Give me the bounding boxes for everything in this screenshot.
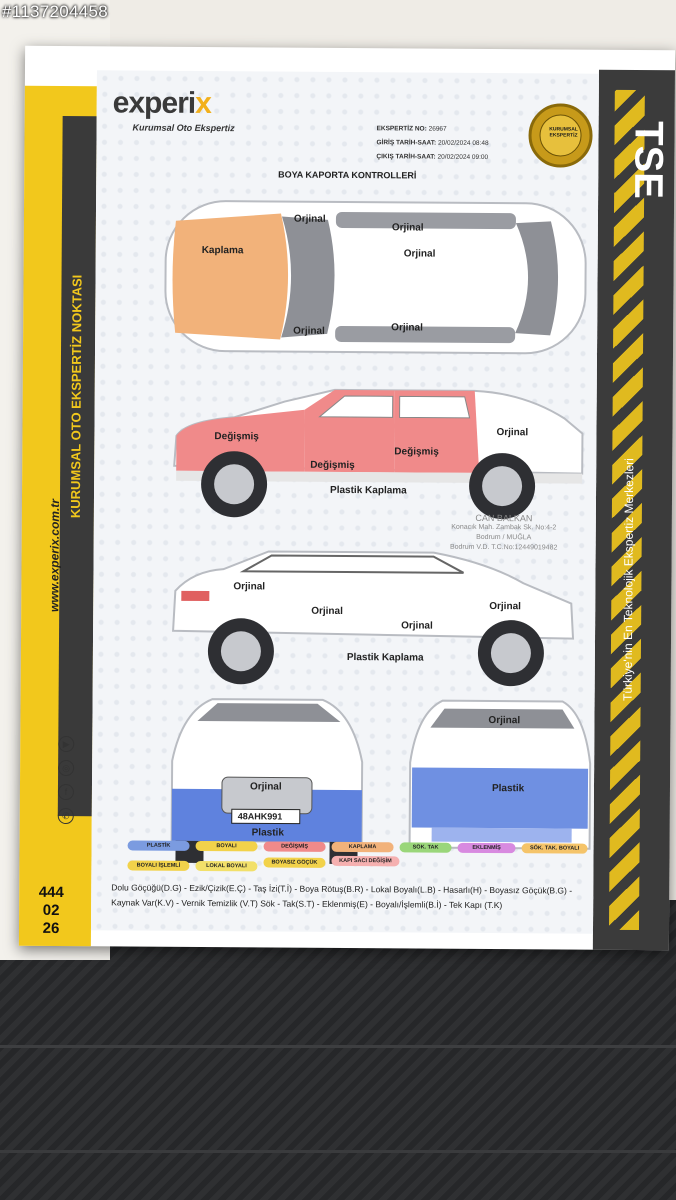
legend-chip: KAPLAMA (331, 841, 394, 853)
facebook-icon: f (57, 783, 74, 801)
top-left-label: Orjinal (293, 213, 326, 225)
rear-view-car (408, 699, 592, 850)
top-right-label: Orjinal (391, 222, 424, 234)
legend-chip: KAPI SACI DEĞİŞİM (331, 855, 400, 867)
front-hood-label: Orjinal (249, 781, 282, 793)
phone-line: 02 (42, 901, 60, 920)
front-view-car (170, 698, 364, 865)
bottom-left-label: Orjinal (293, 325, 325, 337)
report-sheet: experix Kurumsal Oto Ekspertiz EKSPERTİZ… (90, 70, 599, 934)
rear-window (515, 221, 559, 336)
windshield (281, 216, 335, 338)
phone-number: 444 02 26 (29, 884, 73, 938)
right-vertical-slogan: Türkiye'nin En Teknolojik Ekspertiz Merk… (620, 458, 637, 702)
abbreviation-legend: Dolu Göçüğü(D.G) - Ezik/Çizik(E.Ç) - Taş… (111, 880, 586, 913)
left-rear-fender-label: Orjinal (233, 581, 266, 593)
hood-panel (172, 213, 289, 340)
right-front-fender-label: Değişmiş (214, 431, 259, 443)
right-rear-door-label: Değişmiş (394, 446, 439, 458)
left-vertical-url: www.experix.com.tr (47, 499, 62, 613)
right-rear-fender-label: Orjinal (496, 427, 529, 439)
tse-mark: TSE (626, 121, 671, 200)
listing-id-watermark: #1137204458 (2, 2, 109, 21)
legend-chip: BOYALI (195, 840, 258, 852)
inspection-report: KURUMSAL OTO EKSPERTİZ NOKTASI www.exper… (18, 45, 676, 951)
trunk-label: Orjinal (488, 714, 521, 727)
phone-line: 444 (38, 883, 64, 902)
instagram-icon: ◎ (58, 759, 75, 777)
roof-label: Orjinal (403, 248, 436, 260)
youtube-icon: ▶ (58, 735, 75, 753)
legend-chip: BOYASIZ GÖÇÜK (263, 857, 326, 868)
left-rear-door-label: Orjinal (311, 605, 343, 617)
seat-seam (0, 1045, 676, 1048)
phone-line: 26 (42, 919, 60, 938)
right-side-car (173, 388, 584, 520)
license-plate: 48AHK991 (237, 811, 283, 822)
legend-chip: SÖK. TAK (399, 842, 452, 853)
legend-chip: LOKAL BOYALI (195, 860, 258, 872)
right-skirt-label: Plastik Kaplama (330, 484, 407, 497)
rear-bumper-label: Plastik (491, 783, 525, 795)
legend-chip: BOYALI İŞLEMLİ (127, 860, 190, 871)
company-stamp: CAN BALKAN Konacık Mah. Zambak Sk. No:4-… (424, 513, 584, 554)
left-skirt-label: Plastik Kaplama (346, 652, 424, 664)
top-view-car (164, 200, 587, 355)
legend-chip: PLASTİK (127, 840, 190, 851)
right-front-fender (176, 409, 305, 472)
legend-chip: EKLENMİŞ (457, 842, 516, 854)
rear-bumper (411, 767, 589, 829)
front-bumper-label: Plastik (251, 827, 284, 839)
left-front-fender-label: Orjinal (489, 600, 521, 613)
car-diagrams (164, 200, 592, 865)
hood-label: Kaplama (201, 244, 244, 257)
bottom-right-label: Orjinal (391, 322, 423, 334)
stamp-line: Bodrum V.D. T.C.No:12449019482 (449, 543, 558, 552)
social-icons: ▶ ◎ f ✆ (54, 735, 79, 832)
left-vertical-title: KURUMSAL OTO EKSPERTİZ NOKTASI (67, 274, 85, 518)
legend-chip: SÖK. TAK. BOYALI (521, 843, 588, 854)
right-front-door-label: Değişmiş (310, 459, 355, 472)
left-side-car (172, 550, 575, 687)
legend-chip: DEĞİŞMİŞ (263, 841, 326, 852)
seat-seam (0, 1150, 676, 1153)
whatsapp-icon: ✆ (57, 807, 74, 825)
left-front-door-label: Orjinal (401, 620, 433, 632)
